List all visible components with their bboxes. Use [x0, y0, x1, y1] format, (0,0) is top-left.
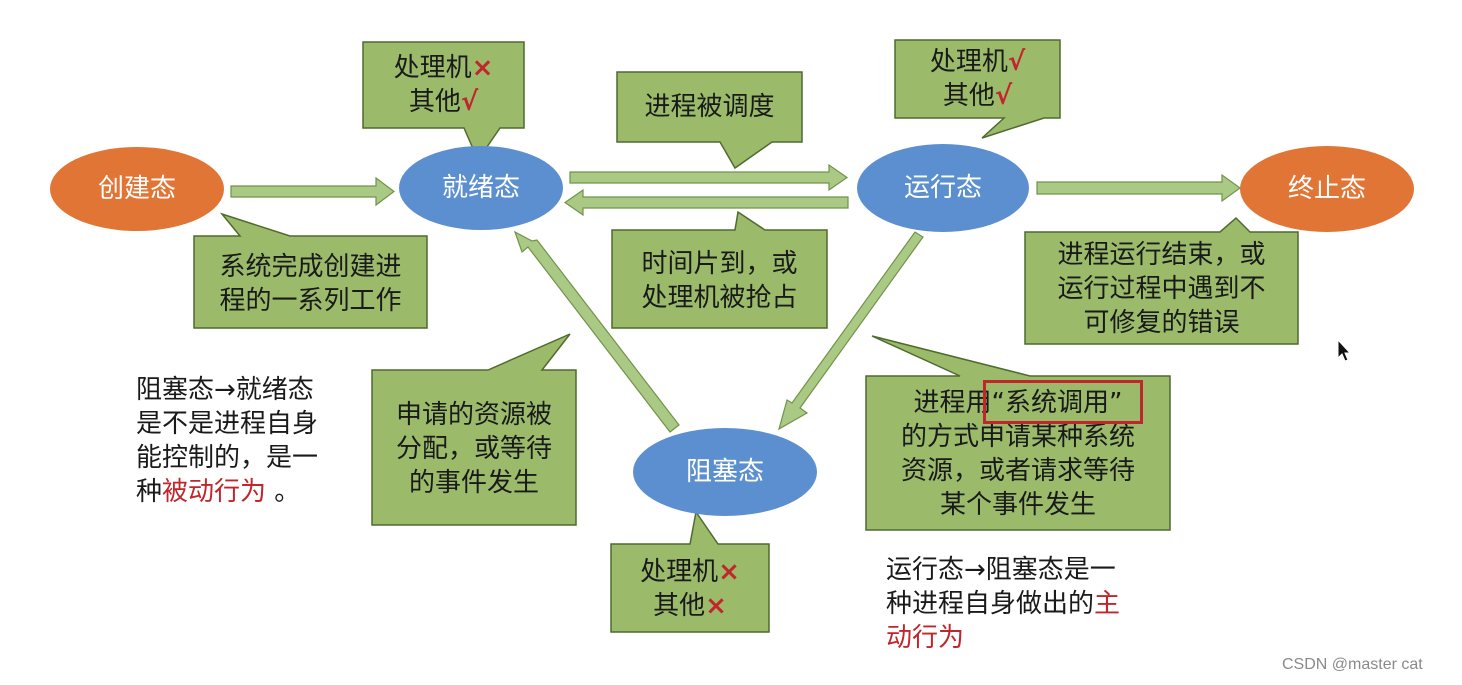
ready-resources-text: 处理机× 其他√ — [363, 45, 524, 125]
terminate-reason-line-2: 运行过程中遇到不 — [1057, 274, 1266, 304]
syscall-line-3: 资源，或者请求等待 — [900, 456, 1135, 486]
create-state-node — [50, 147, 224, 231]
terminate-reason-callout-shape — [1024, 216, 1299, 345]
syscall-highlight-box — [983, 380, 1143, 424]
ready-other-mark: √ — [460, 87, 479, 117]
create-state-label: 创建态 — [97, 174, 176, 204]
note-r2b-active-1: 主 — [1094, 589, 1121, 619]
timeslice-line-2: 处理机被抢占 — [641, 283, 798, 313]
create-done-callout-shape — [193, 212, 428, 329]
blocked-resources-text: 处理机× 其他× — [611, 550, 769, 628]
blocked-processor-label: 处理机 — [640, 557, 719, 587]
blocked-other-label: 其他 — [653, 591, 706, 621]
note-b2r-last-suffix: 。 — [266, 477, 301, 507]
note-b2r-line-3: 能控制的，是一 — [136, 443, 319, 473]
terminate-state-label: 终止态 — [1287, 174, 1366, 204]
state-layer — [50, 144, 1414, 516]
arrow-create-to-ready — [230, 176, 395, 207]
mouse-cursor-icon — [1337, 338, 1352, 362]
ready-state-label: 就绪态 — [441, 173, 520, 203]
note-r2b-active-2: 动行为 — [886, 623, 965, 653]
timeslice-line-1: 时间片到，或 — [641, 249, 798, 279]
note-r2b-line-2: 种进程自身做出的 — [886, 589, 1095, 619]
note-r2b-line-1: 运行态→阻塞态是一 — [886, 555, 1116, 585]
create-done-line-2: 程的一系列工作 — [219, 286, 402, 316]
running-resources-callout-shape — [894, 39, 1061, 139]
blocked-other-mark: × — [705, 591, 727, 621]
syscall-line-4: 某个事件发生 — [939, 490, 1096, 520]
arrow-running-to-ready — [563, 188, 849, 217]
ready-state-node — [399, 146, 563, 230]
note-b2r-last-prefix: 种 — [136, 477, 163, 507]
create-done-line-1: 系统完成创建进 — [219, 252, 402, 282]
arrow-running-to-terminate — [1036, 173, 1242, 203]
running-other-label: 其他 — [942, 81, 995, 111]
watermark: CSDN @master cat — [1282, 656, 1423, 673]
blocked-processor-mark: × — [718, 557, 740, 587]
scheduled-text: 进程被调度 — [644, 92, 775, 122]
ready-processor-mark: × — [471, 53, 494, 83]
terminate-reason-line-1: 进程运行结束，或 — [1057, 240, 1266, 270]
arrow-running-to-blocked — [778, 231, 924, 431]
timeslice-text: 时间片到，或 处理机被抢占 — [612, 236, 827, 326]
running-state-node — [857, 144, 1029, 232]
running-processor-mark: √ — [1007, 47, 1026, 77]
running-resources-text: 处理机√ 其他√ — [895, 42, 1060, 116]
create-done-text: 系统完成创建进 程的一系列工作 — [194, 242, 427, 326]
resource-allocated-text: 申请的资源被 分配，或等待 的事件发生 — [372, 394, 576, 504]
terminate-reason-text: 进程运行结束，或 运行过程中遇到不 可修复的错误 — [1025, 236, 1298, 342]
resource-allocated-line-2: 分配，或等待 — [395, 434, 552, 464]
running-other-mark: √ — [994, 81, 1013, 111]
ready-processor-label: 处理机 — [393, 53, 472, 83]
arrow-layer — [230, 163, 1242, 433]
ready-resources-callout-shape — [362, 41, 525, 162]
note-b2r-passive: 被动行为 — [162, 477, 267, 507]
running-state-label: 运行态 — [903, 173, 982, 203]
terminate-reason-line-3: 可修复的错误 — [1083, 308, 1240, 338]
syscall-line-2: 的方式申请某种系统 — [900, 422, 1135, 452]
timeslice-callout-shape — [611, 210, 828, 329]
note-running-to-blocked: 运行态→阻塞态是一 种进程自身做出的主 动行为 — [886, 550, 1176, 658]
note-b2r-line-2: 是不是进程自身 — [136, 409, 319, 439]
syscall-prefix: 进程用 — [913, 388, 992, 418]
blocked-resources-callout-shape — [610, 510, 770, 633]
ready-other-label: 其他 — [408, 87, 461, 117]
resource-allocated-callout-shape — [371, 333, 577, 526]
syscall-highlight-text: “系统调用” — [991, 388, 1123, 418]
resource-allocated-line-1: 申请的资源被 — [395, 400, 552, 430]
note-b2r-line-1: 阻塞态→就绪态 — [136, 375, 314, 405]
running-processor-label: 处理机 — [929, 47, 1008, 77]
scheduled-callout-shape — [616, 71, 803, 170]
note-blocked-to-ready: 阻塞态→就绪态 是不是进程自身 能控制的，是一 种被动行为 。 — [136, 370, 366, 512]
syscall-callout-shape — [865, 335, 1171, 531]
arrow-ready-to-running — [569, 163, 849, 192]
blocked-state-node — [633, 428, 817, 516]
arrow-blocked-to-ready — [513, 230, 680, 433]
callout-layer — [193, 39, 1299, 633]
syscall-text: 进程用“系统调用” 的方式申请某种系统 资源，或者请求等待 某个事件发生 — [866, 384, 1170, 524]
blocked-state-label: 阻塞态 — [685, 457, 764, 487]
resource-allocated-line-3: 的事件发生 — [408, 468, 539, 498]
terminate-state-node — [1240, 146, 1414, 232]
